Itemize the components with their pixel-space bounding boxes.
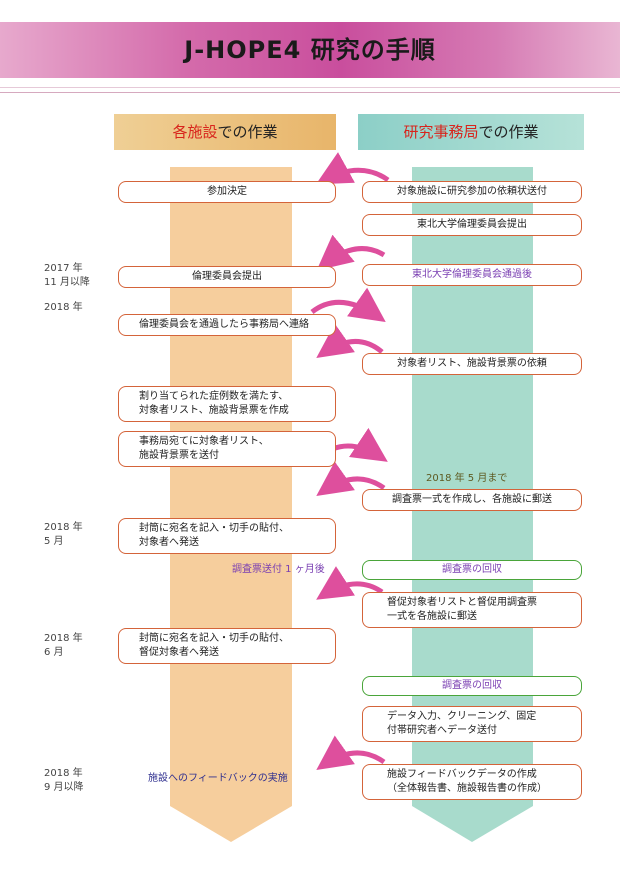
right-step-text: 東北大学倫理委員会通過後 — [412, 269, 532, 280]
divider-line — [0, 92, 620, 93]
title-banner: J-HOPE4 研究の手順 — [0, 22, 620, 78]
header-facility-rest: での作業 — [217, 123, 278, 141]
arrow-list-request — [316, 323, 384, 359]
date-2018-sep: 2018 年 9 月以降 — [44, 768, 84, 793]
left-step-text: 封筒に宛名を記入・切手の貼付、 対象者へ発送 — [139, 523, 289, 548]
right-step-text: 施設フィードバックデータの作成 （全体報告書、施設報告書の作成） — [387, 769, 547, 794]
left-step-notify-office: 倫理委員会を通過したら事務局へ連絡 — [118, 314, 336, 336]
arrow-feedback — [316, 735, 386, 771]
left-step-text: 割り当てられた症例数を満たす、 対象者リスト、施設背景票を作成 — [139, 391, 289, 416]
page-title: J-HOPE4 研究の手順 — [184, 36, 436, 64]
right-step-collect-1: 調査票の回収 — [362, 560, 582, 580]
right-step-text: 調査票の回収 — [442, 564, 502, 575]
header-office-work: 研究事務局での作業 — [358, 114, 584, 150]
left-step-text: 倫理委員会を通過したら事務局へ連絡 — [139, 319, 309, 330]
right-step-text: 対象者リスト、施設背景票の依頼 — [397, 358, 547, 369]
right-step-feedback-data: 施設フィードバックデータの作成 （全体報告書、施設報告書の作成） — [362, 764, 582, 800]
label-deadline-may: 2018 年 5 月まで — [426, 473, 508, 484]
right-step-send-questionnaire: 調査票一式を作成し、各施設に郵送 — [362, 489, 582, 511]
arrow-approval-to-ethics — [316, 234, 386, 271]
left-step-text: 事務局宛てに対象者リスト、 施設背景票を送付 — [139, 436, 269, 461]
arrow-questionnaire-send — [316, 461, 386, 497]
right-step-ethics-approved: 東北大学倫理委員会通過後 — [362, 264, 582, 286]
arrow-notify-office — [310, 287, 386, 323]
header-facility-work: 各施設での作業 — [114, 114, 336, 150]
left-step-mail-participants: 封筒に宛名を記入・切手の貼付、 対象者へ発送 — [118, 518, 336, 554]
right-step-text: 東北大学倫理委員会提出 — [417, 219, 527, 230]
date-2018: 2018 年 — [44, 302, 83, 313]
header-facility-highlight: 各施設 — [172, 123, 218, 141]
date-2018-jun: 2018 年 6 月 — [44, 633, 83, 658]
right-step-send-request: 対象施設に研究参加の依頼状送付 — [362, 181, 582, 203]
left-step-text: 封筒に宛名を記入・切手の貼付、 督促対象者へ発送 — [139, 633, 289, 658]
left-step-send-list: 事務局宛てに対象者リスト、 施設背景票を送付 — [118, 431, 336, 467]
divider-line — [0, 87, 620, 88]
right-step-send-reminders: 督促対象者リストと督促用調査票 一式を各施設に郵送 — [362, 592, 582, 628]
right-step-text: 対象施設に研究参加の依頼状送付 — [397, 186, 547, 197]
header-office-highlight: 研究事務局 — [403, 123, 479, 141]
arrow-request-to-participation — [315, 152, 390, 185]
left-step-mail-reminders: 封筒に宛名を記入・切手の貼付、 督促対象者へ発送 — [118, 628, 336, 664]
right-step-collect-2: 調査票の回収 — [362, 676, 582, 696]
right-step-text: データ入力、クリーニング、固定 付帯研究者へデータ送付 — [387, 711, 537, 736]
label-feedback: 施設へのフィードバックの実施 — [148, 773, 288, 784]
left-step-text: 倫理委員会提出 — [192, 271, 262, 282]
header-office-rest: での作業 — [478, 123, 539, 141]
date-2017-nov: 2017 年 11 月以降 — [44, 263, 90, 288]
right-step-text: 調査票の回収 — [442, 680, 502, 691]
left-step-ethics-submit: 倫理委員会提出 — [118, 266, 336, 288]
right-step-data-entry: データ入力、クリーニング、固定 付帯研究者へデータ送付 — [362, 706, 582, 742]
left-step-create-list: 割り当てられた症例数を満たす、 対象者リスト、施設背景票を作成 — [118, 386, 336, 422]
label-one-month-after: 調査票送付 1 ヶ月後 — [232, 564, 325, 575]
right-step-request-list: 対象者リスト、施設背景票の依頼 — [362, 353, 582, 375]
date-2018-may: 2018 年 5 月 — [44, 522, 83, 547]
arrow-reminder-send — [316, 566, 384, 600]
left-step-participation: 参加決定 — [118, 181, 336, 203]
left-step-text: 参加決定 — [207, 186, 247, 197]
right-step-text: 督促対象者リストと督促用調査票 一式を各施設に郵送 — [387, 597, 537, 622]
right-step-text: 調査票一式を作成し、各施設に郵送 — [392, 494, 552, 505]
right-step-ethics-submit: 東北大学倫理委員会提出 — [362, 214, 582, 236]
